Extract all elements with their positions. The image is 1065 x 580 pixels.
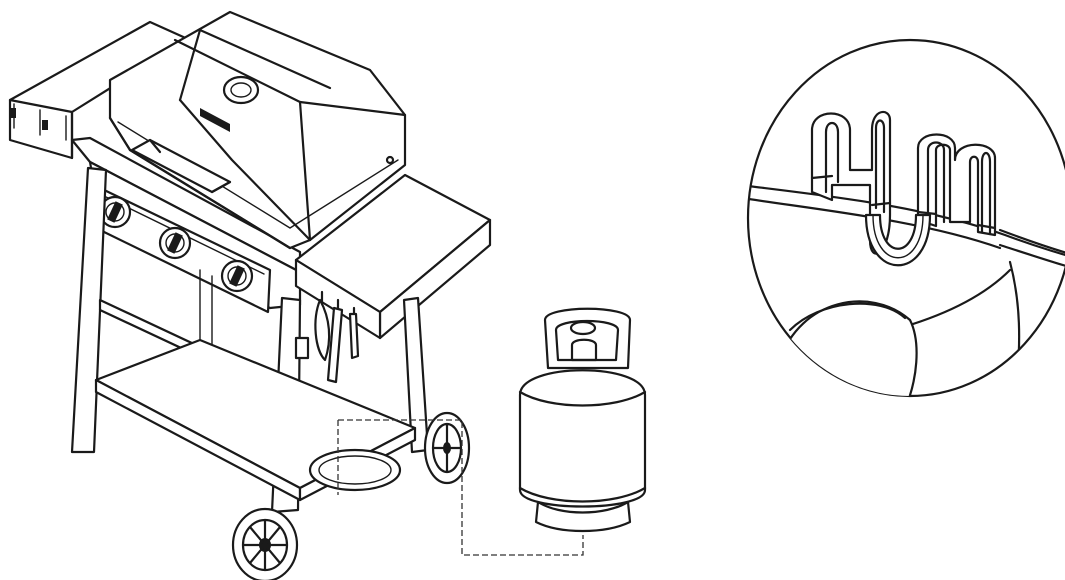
hanging-utensils bbox=[314, 298, 360, 384]
control-knob-2 bbox=[158, 226, 192, 260]
callout-dashed-leader bbox=[337, 419, 584, 556]
cart-frame bbox=[70, 166, 430, 514]
detail-magnifier bbox=[746, 38, 1065, 398]
front-wheel bbox=[231, 507, 299, 580]
control-knobs bbox=[98, 195, 254, 293]
left-side-shelf bbox=[8, 20, 192, 160]
gas-grill bbox=[8, 10, 492, 580]
control-knob-3 bbox=[220, 259, 254, 293]
rear-wheel bbox=[423, 411, 471, 485]
propane-tank bbox=[518, 307, 647, 533]
grill-lid bbox=[108, 10, 407, 250]
